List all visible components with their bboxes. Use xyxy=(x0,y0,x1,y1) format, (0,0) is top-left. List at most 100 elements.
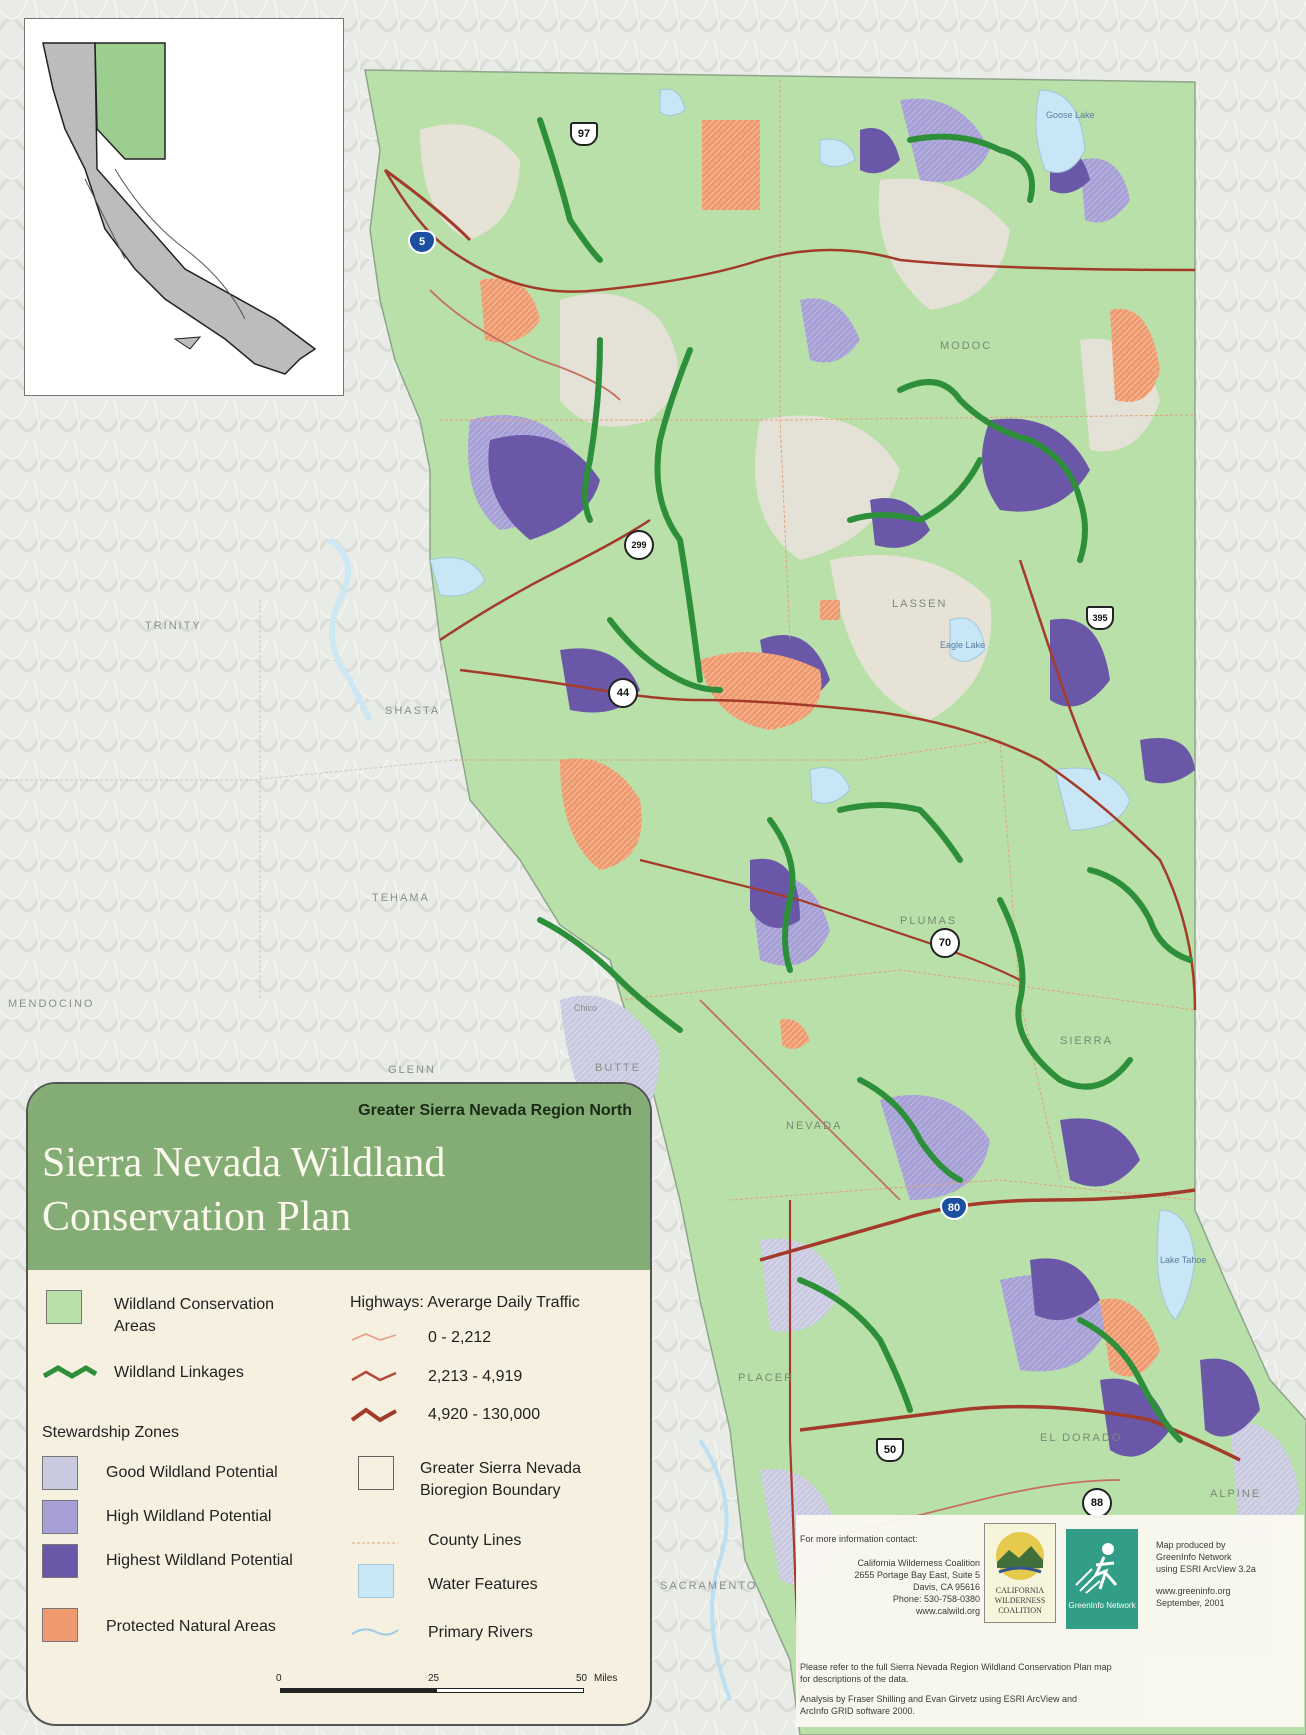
label-lake-tahoe: Lake Tahoe xyxy=(1160,1255,1207,1265)
us395-shield: 395 xyxy=(1086,606,1114,630)
wildland-linkage xyxy=(837,802,963,863)
contact-block: California Wilderness Coalition 2655 Por… xyxy=(800,1557,980,1617)
county-line xyxy=(779,80,791,641)
legend-panel: Greater Sierra Nevada Region North Sierr… xyxy=(26,1082,652,1726)
river-sacramento xyxy=(328,537,373,722)
label-shasta: SHASTA xyxy=(385,705,441,717)
good-potential-label: Good Wildland Potential xyxy=(106,1464,278,1481)
highest-potential-area xyxy=(1200,1358,1260,1437)
scale-max: 50 xyxy=(576,1673,588,1684)
highest-potential-area xyxy=(1030,1258,1100,1320)
highest-potential-area xyxy=(1060,1118,1140,1187)
highway-high-swatch xyxy=(350,1407,397,1423)
protected-natural-area xyxy=(560,758,642,870)
inset-locator-map xyxy=(24,18,344,396)
protected-natural-area xyxy=(1100,1298,1160,1377)
produced-link[interactable]: www.greeninfo.org xyxy=(1156,1586,1231,1596)
good-potential-swatch xyxy=(42,1456,78,1490)
legend-title: Sierra Nevada Wildland Conservation Plan xyxy=(42,1136,632,1244)
label-tehama: TEHAMA xyxy=(372,892,430,904)
contact-link[interactable]: www.calwild.org xyxy=(915,1606,980,1616)
water-label: Water Features xyxy=(428,1576,538,1593)
us50-shield: 50 xyxy=(876,1438,904,1462)
wildland-linkage xyxy=(847,457,983,524)
water-feature xyxy=(819,138,856,167)
county-line xyxy=(0,759,456,781)
wildland-linkage-label: Wildland Linkages xyxy=(114,1364,244,1381)
highest-potential-label: Highest Wildland Potential xyxy=(106,1552,293,1569)
contact-line: Phone: 530-758-0380 xyxy=(892,1594,980,1604)
sr70-shield: 70 xyxy=(930,928,960,958)
label-glenn: GLENN xyxy=(388,1064,436,1076)
scale-mid: 25 xyxy=(428,1673,440,1684)
label-chico: Chico xyxy=(574,1003,598,1013)
highway-high-traffic xyxy=(383,169,1196,293)
protected-natural-area xyxy=(780,1019,810,1049)
highway-us395 xyxy=(1018,559,1102,781)
nonwildland-patch xyxy=(830,555,992,720)
protected-natural-area xyxy=(1110,308,1160,402)
highest-potential-area xyxy=(860,128,900,174)
high-potential-area xyxy=(900,98,990,182)
label-plumas: PLUMAS xyxy=(900,915,958,927)
wildland-linkage-swatch xyxy=(42,1365,98,1379)
highways-heading: Highways: Averarge Daily Traffic xyxy=(350,1294,580,1311)
credits-analysis: Analysis by Fraser Shilling and Evan Gir… xyxy=(800,1694,1077,1716)
wildland-linkage xyxy=(654,347,703,683)
inset-study-area xyxy=(94,42,166,160)
credits-note: Please refer to the full Sierra Nevada R… xyxy=(800,1662,1112,1684)
wildland-linkage xyxy=(1087,867,1193,963)
scale-bar-right xyxy=(436,1688,584,1693)
label-goose-lake: Goose Lake xyxy=(1046,110,1095,120)
rivers-swatch xyxy=(351,1628,399,1636)
highway-low-traffic xyxy=(699,999,901,1201)
wildland-linkage xyxy=(1077,1317,1183,1443)
greeninfo-logo-icon xyxy=(1075,1543,1118,1594)
river-feather xyxy=(698,1438,732,1701)
wildland-linkage xyxy=(582,337,603,523)
highway-low-swatch xyxy=(351,1333,397,1341)
wildland-linkage xyxy=(797,1277,913,1413)
wildland-linkage xyxy=(897,379,1088,563)
cwc-logo-text: CALIFORNIA WILDERNESS COALITION xyxy=(994,1586,1046,1615)
highway-sr44-sr36 xyxy=(459,668,1197,1011)
nonwildland-patch xyxy=(878,178,1010,310)
high-potential-label: High Wildland Potential xyxy=(106,1508,272,1525)
i5-shield: 5 xyxy=(408,230,436,254)
protected-natural-area xyxy=(702,120,760,210)
scale-unit: Miles xyxy=(594,1673,618,1684)
california-outline xyxy=(42,42,317,375)
goose-lake-water xyxy=(1035,89,1086,173)
sr88-shield: 88 xyxy=(1082,1488,1112,1518)
stewardship-heading: Stewardship Zones xyxy=(42,1424,179,1441)
label-nevada: NEVADA xyxy=(786,1120,843,1132)
legend-header: Greater Sierra Nevada Region North Sierr… xyxy=(28,1084,650,1270)
protected-natural-area xyxy=(480,278,540,343)
cwc-logo: CALIFORNIA WILDERNESS COALITION xyxy=(984,1523,1056,1623)
highway-sr70 xyxy=(639,858,1021,981)
scale-bar-left xyxy=(280,1688,436,1693)
greeninfo-logo-text: GreenInfo Network xyxy=(1068,1601,1136,1610)
wildland-linkage xyxy=(907,133,1035,203)
cwc-logo-icon xyxy=(996,1532,1044,1580)
high-potential-area xyxy=(800,298,860,363)
water-swatch xyxy=(358,1564,394,1598)
legend-region: Greater Sierra Nevada Region North xyxy=(358,1102,632,1119)
highest-potential-area xyxy=(1140,738,1195,784)
high-potential-area xyxy=(1080,158,1130,223)
highest-potential-area xyxy=(488,435,600,540)
shasta-lake-water xyxy=(429,557,486,597)
legend-title-line1: Sierra Nevada Wildland xyxy=(42,1140,446,1186)
highway-i5 xyxy=(384,168,472,242)
wildland-linkage xyxy=(997,897,1133,1090)
protected-natural-area xyxy=(820,600,840,620)
lake-tahoe-water xyxy=(1156,1209,1196,1321)
produced-line: Map produced by xyxy=(1156,1540,1226,1550)
good-potential-area xyxy=(760,1238,840,1332)
wildland-linkage xyxy=(537,117,603,263)
contact-heading: For more information contact: xyxy=(800,1534,918,1544)
highway-low-label: 0 - 2,212 xyxy=(428,1329,492,1346)
highway-mid-label: 2,213 - 4,919 xyxy=(428,1368,523,1385)
contact-line: Davis, CA 95616 xyxy=(912,1582,980,1592)
